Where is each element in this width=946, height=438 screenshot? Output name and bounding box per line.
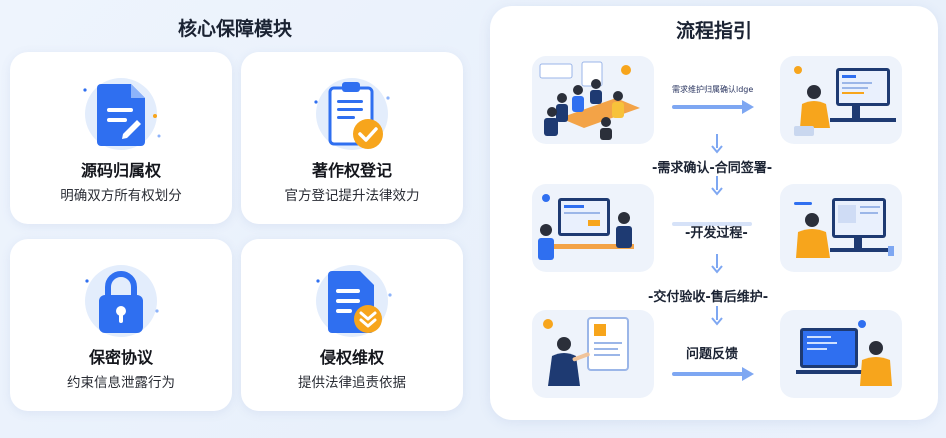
step-label-delivery: -交付验收-售后维护- xyxy=(648,290,769,305)
arrow-down-icon xyxy=(711,176,723,196)
card-title: 保密协议 xyxy=(88,348,153,367)
step-label-development: -开发过程- xyxy=(685,226,748,241)
card-description: 明确双方所有权划分 xyxy=(60,188,182,204)
card-source-ownership: 源码归属权 明确双方所有权划分 xyxy=(10,52,232,224)
consultation-illustration xyxy=(532,184,654,272)
card-copyright-registration: 著作权登记 官方登记提升法律效力 xyxy=(241,52,463,224)
process-guide-panel: 流程指引 需求 xyxy=(490,6,938,420)
flow-note: 需求维护归属确认ldge xyxy=(672,85,754,94)
card-title: 源码归属权 xyxy=(80,161,161,180)
step-label-feedback: 问题反馈 xyxy=(686,347,739,362)
developer-desk-illustration xyxy=(780,56,902,144)
arrow-down-icon xyxy=(711,134,723,154)
document-edit-icon xyxy=(71,68,171,158)
padlock-icon xyxy=(71,255,171,345)
meeting-illustration xyxy=(532,56,654,144)
document-shield-icon xyxy=(302,255,402,345)
document-review-illustration xyxy=(532,310,654,398)
arrow-down-icon xyxy=(711,254,723,274)
card-title: 侵权维权 xyxy=(319,348,384,367)
developer-monitor-illustration xyxy=(780,184,902,272)
card-title: 著作权登记 xyxy=(311,161,392,180)
arrow-right-icon xyxy=(672,100,754,114)
support-desk-illustration xyxy=(780,310,902,398)
arrow-right-icon xyxy=(672,367,754,381)
card-confidentiality-agreement: 保密协议 约束信息泄露行为 xyxy=(10,239,232,411)
card-description: 约束信息泄露行为 xyxy=(67,375,175,391)
arrow-left-right-icon xyxy=(672,222,752,226)
card-description: 提供法律追责依据 xyxy=(298,375,406,391)
step-label-requirements: -需求确认-合同签署- xyxy=(652,161,773,176)
section-title-core-modules: 核心保障模块 xyxy=(177,18,292,40)
card-infringement-rights: 侵权维权 提供法律追责依据 xyxy=(241,239,463,411)
card-description: 官方登记提升法律效力 xyxy=(284,188,420,204)
clipboard-check-icon xyxy=(302,68,402,158)
section-title-process-guide: 流程指引 xyxy=(675,20,752,42)
arrow-down-icon xyxy=(711,306,723,326)
